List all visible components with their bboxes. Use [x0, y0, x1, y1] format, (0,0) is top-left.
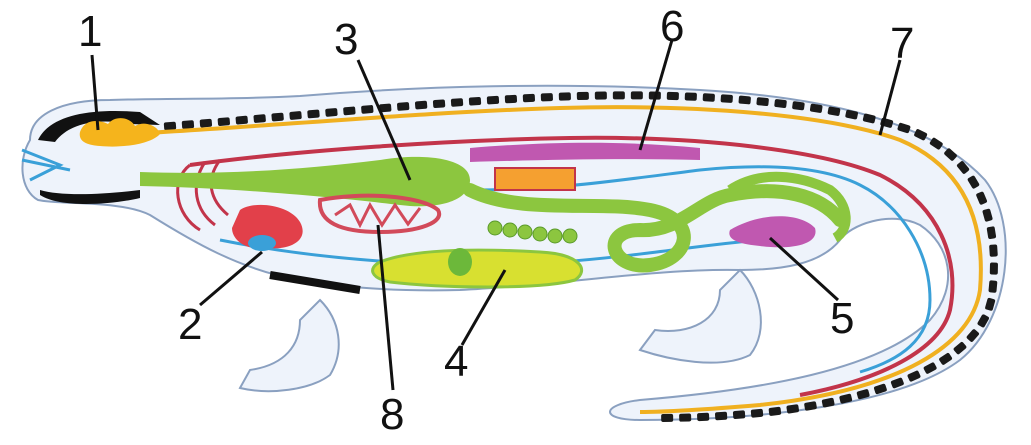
vertebra: [218, 117, 231, 126]
vertebra: [289, 111, 302, 120]
vertebra: [361, 105, 374, 114]
vertebra: [751, 409, 764, 418]
liver: [373, 250, 582, 287]
vertebra: [433, 99, 446, 108]
vertebra: [182, 120, 195, 129]
label-4: 4: [444, 340, 468, 384]
gonad: [470, 143, 700, 162]
vertebra: [487, 96, 499, 105]
vertebra: [271, 113, 284, 122]
vertebra: [253, 114, 266, 123]
vertebra: [697, 413, 709, 422]
vertebra: [595, 91, 607, 99]
vertebra: [721, 94, 734, 103]
vertebra: [343, 106, 356, 115]
vertebra: [164, 122, 177, 131]
vertebra: [679, 413, 691, 421]
vertebra: [792, 101, 805, 111]
vertebra: [774, 99, 787, 108]
label-6: 6: [660, 5, 684, 49]
vertebra: [756, 97, 769, 106]
vertebra: [541, 93, 553, 102]
vertebra: [738, 95, 751, 104]
label-1: 1: [78, 10, 102, 54]
vertebra: [325, 108, 338, 117]
vertebra: [451, 98, 464, 107]
testis: [495, 168, 575, 190]
label-5: 5: [830, 297, 854, 341]
gall-bladder: [448, 248, 472, 276]
vertebra: [768, 407, 781, 416]
vertebra: [200, 119, 213, 128]
vertebra: [415, 101, 428, 110]
vertebra: [577, 92, 589, 100]
vertebra: [667, 92, 679, 100]
label-3: 3: [334, 18, 358, 62]
vertebra: [733, 410, 746, 419]
vertebra: [990, 263, 998, 275]
vertebra: [559, 92, 571, 100]
label-7: 7: [890, 22, 914, 66]
hindlimb: [640, 270, 761, 363]
vertebra: [661, 414, 673, 422]
vertebra: [505, 95, 517, 104]
forelimb: [240, 300, 339, 391]
vertebra: [397, 102, 410, 111]
label-8: 8: [380, 393, 404, 437]
label-2: 2: [178, 303, 202, 347]
heart-atrium: [248, 235, 276, 251]
vertebra: [469, 97, 481, 106]
vertebra: [989, 244, 998, 256]
vertebra: [988, 280, 997, 293]
vertebra: [703, 93, 715, 102]
vertebra: [715, 412, 727, 421]
vertebra: [613, 91, 625, 99]
vertebra: [235, 116, 248, 125]
vertebra: [685, 92, 697, 101]
vertebra: [523, 94, 535, 103]
vertebra: [307, 109, 320, 118]
vertebra: [631, 91, 643, 99]
